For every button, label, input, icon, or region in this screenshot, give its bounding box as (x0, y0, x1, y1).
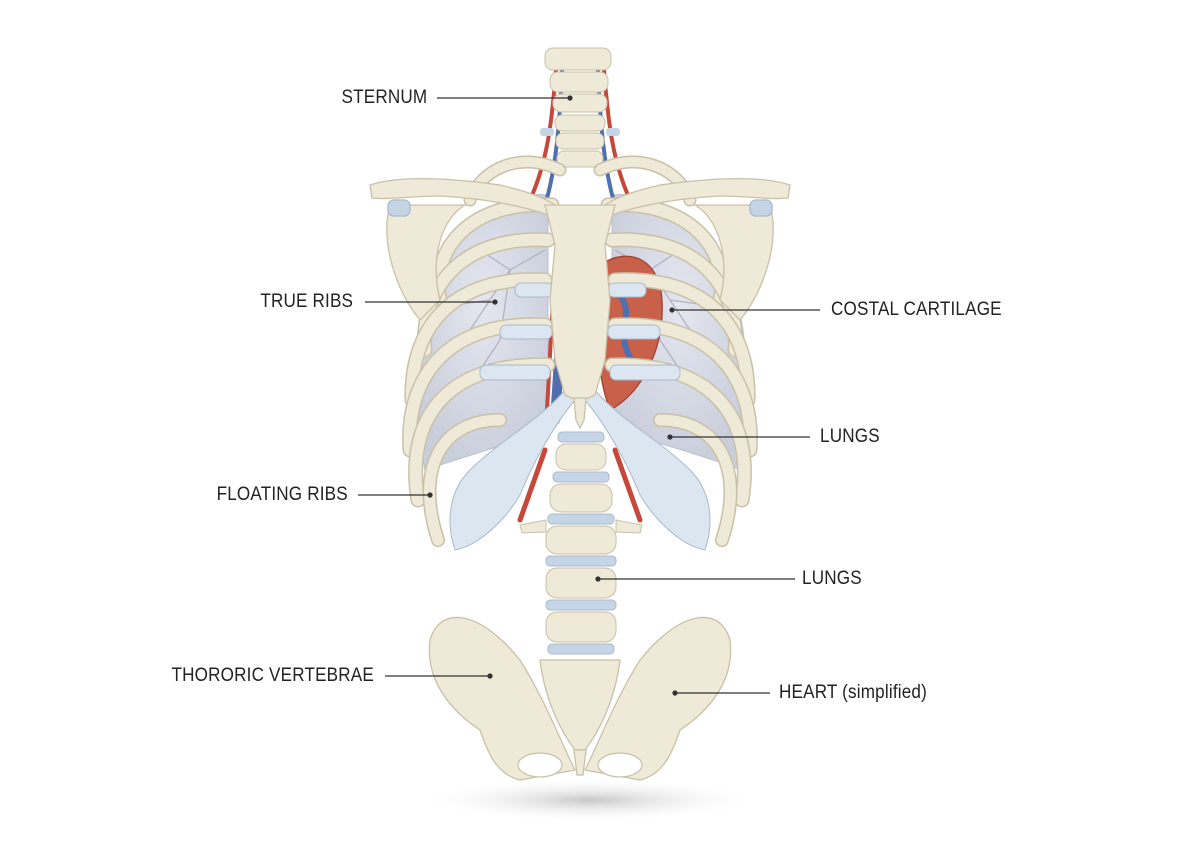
label-costal-cartilage: COSTAL CARTILAGE (831, 299, 1002, 320)
coccyx (573, 749, 587, 776)
left-obturator (597, 752, 643, 778)
label-thoracic-vertebrae: THORORIC VERTEBRAE (171, 665, 374, 686)
rib (424, 414, 506, 546)
leader-lines (358, 95, 820, 696)
left-ilium (584, 616, 732, 781)
lumbar-transverse-right (519, 519, 547, 534)
ground-shadow (420, 778, 760, 822)
costal-margin-left (584, 389, 711, 551)
right-obturator (517, 752, 563, 778)
label-sternum: STERNUM (341, 87, 427, 108)
right-scapula (386, 204, 468, 321)
rib (654, 414, 736, 546)
label-true-ribs: TRUE RIBS (260, 291, 353, 312)
label-heart: HEART (simplified) (779, 682, 927, 703)
lumbar-spine (519, 431, 643, 655)
label-floating-ribs: FLOATING RIBS (216, 484, 348, 505)
rib (609, 273, 755, 406)
shoulder-girdle (369, 177, 791, 321)
label-lungs-lower: LUNGS (802, 568, 862, 589)
right-shoulder-joint (387, 199, 411, 217)
pelvis (428, 616, 732, 781)
rib (405, 273, 551, 406)
left-shoulder-joint (749, 199, 773, 217)
right-ilium (428, 616, 576, 781)
sternum (544, 204, 616, 430)
label-lungs-upper: LUNGS (820, 426, 880, 447)
xiphoid-process (573, 397, 587, 430)
costal-cartilages (449, 282, 711, 551)
lumbar-transverse-left (615, 519, 643, 534)
costal-margin-right (449, 389, 576, 551)
